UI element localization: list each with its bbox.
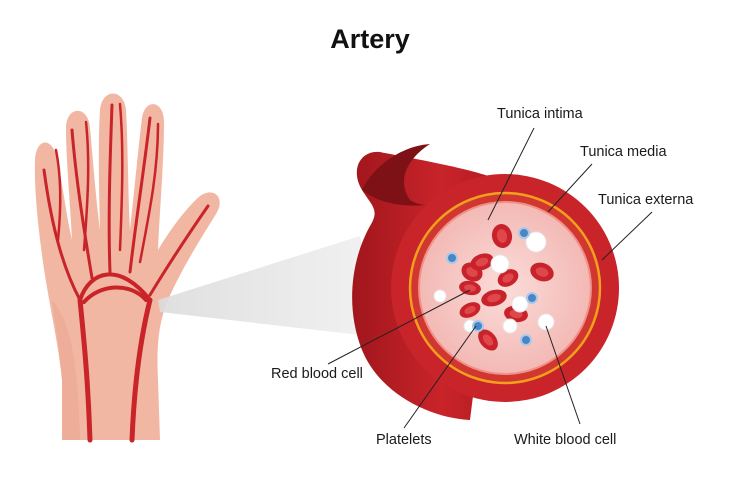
red-blood-cell — [459, 302, 481, 318]
red-blood-cell — [459, 280, 481, 296]
label-red-blood-cell: Red blood cell — [271, 366, 363, 382]
leader-white-blood-cell — [545, 325, 581, 425]
red-blood-cell — [470, 253, 494, 271]
zoom-cone — [158, 236, 386, 338]
hand-arteries — [42, 102, 210, 443]
label-tunica-externa: Tunica externa — [598, 192, 694, 208]
leader-tunica-media — [547, 163, 593, 213]
label-tunica-media: Tunica media — [580, 144, 667, 160]
leader-platelets — [403, 325, 477, 429]
label-white-blood-cell: White blood cell — [514, 432, 616, 448]
label-tunica-intima: Tunica intima — [497, 106, 584, 122]
leader-tunica-intima — [487, 127, 535, 221]
white-blood-cell — [490, 254, 510, 274]
red-blood-cell — [491, 224, 513, 248]
white-blood-cells — [433, 231, 555, 334]
hand-shading — [52, 300, 80, 440]
platelet — [520, 334, 532, 346]
label-platelets: Platelets — [376, 432, 432, 448]
artery-cross-section — [352, 144, 619, 420]
white-blood-cell — [511, 295, 529, 313]
leader-lines — [327, 127, 653, 429]
white-blood-cell — [502, 318, 518, 334]
leader-tunica-externa — [601, 211, 653, 261]
red-blood-cell — [530, 262, 554, 282]
red-blood-cell — [497, 269, 519, 287]
hand-skin — [34, 93, 220, 440]
platelet — [472, 320, 484, 332]
leader-red-blood-cell — [327, 289, 471, 365]
hand-illustration — [34, 93, 220, 443]
red-blood-cell — [478, 329, 498, 351]
red-blood-cells — [459, 224, 554, 351]
white-blood-cell — [537, 313, 555, 331]
platelet — [526, 292, 538, 304]
red-blood-cell — [481, 289, 507, 307]
white-blood-cell — [433, 289, 447, 303]
platelets-group — [446, 227, 538, 346]
platelet — [518, 227, 530, 239]
white-blood-cell — [525, 231, 547, 253]
diagram-title: Artery — [330, 24, 410, 54]
artery-tube-curl — [362, 144, 500, 206]
platelet — [446, 252, 458, 264]
